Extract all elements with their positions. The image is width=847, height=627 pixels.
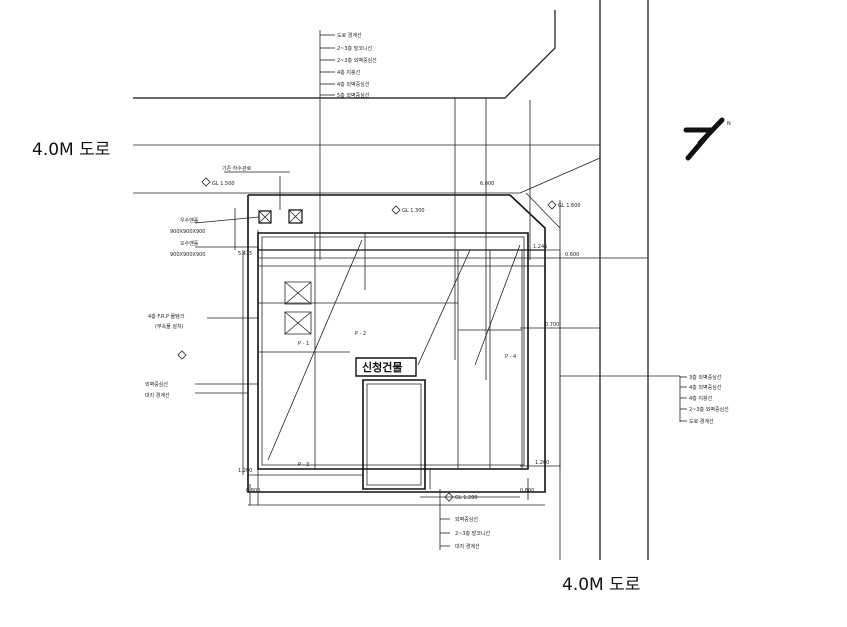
note-manhole-sewage-size: 900X900X900 bbox=[170, 252, 205, 258]
note-top-6: 5층 외벽중심선 bbox=[337, 92, 370, 99]
dim-5: 5.435 bbox=[238, 251, 252, 257]
road-lines bbox=[133, 0, 648, 560]
manhole-symbols bbox=[259, 210, 302, 223]
leader-lines bbox=[195, 30, 687, 550]
room-tag-1: P - 1 bbox=[298, 341, 309, 347]
note-bottom-1: 외벽중심선 bbox=[455, 516, 478, 523]
north-arrow-icon bbox=[686, 120, 722, 158]
note-bottom-2: 2~3층 발코니선 bbox=[455, 530, 491, 537]
note-right-4: 2~3층 외벽중심선 bbox=[689, 406, 729, 413]
road-label-top: 4.0M 도로 bbox=[32, 140, 110, 160]
room-tag-4: P - 4 bbox=[505, 354, 516, 360]
note-manhole-rain-size: 900X900X900 bbox=[170, 229, 205, 235]
note-right-5: 도로 경계선 bbox=[689, 418, 714, 425]
level-markers bbox=[178, 178, 556, 501]
note-top-5: 4층 외벽중심선 bbox=[337, 81, 370, 88]
dim-6: 6.000 bbox=[480, 181, 494, 187]
note-bottom-3: 대지 경계선 bbox=[455, 543, 480, 550]
level-top-left: GL 1.500 bbox=[212, 181, 235, 187]
note-right-2: 4층 외벽중심선 bbox=[689, 384, 722, 391]
building-label-box bbox=[356, 358, 416, 376]
note-top-4: 4층 지붕선 bbox=[337, 69, 361, 76]
dim-7: 1.200 bbox=[238, 468, 252, 474]
building-outline bbox=[248, 233, 545, 489]
level-right-top: GL 1.600 bbox=[558, 203, 581, 209]
building-label: 신청건물 bbox=[362, 360, 402, 374]
note-sewer: 기존 하수관로 bbox=[222, 165, 252, 172]
road-label-bottom: 4.0M 도로 bbox=[562, 575, 640, 595]
note-water-tank: 4층 F.R.P 물탱크 bbox=[148, 313, 185, 320]
room-tag-2: P - 2 bbox=[355, 331, 366, 337]
site-boundary bbox=[248, 195, 545, 505]
dim-8: 0.800 bbox=[246, 488, 260, 494]
note-top-3: 2~3층 외벽중심선 bbox=[337, 57, 377, 64]
dim-1: 0.600 bbox=[565, 252, 579, 258]
note-left-lower-2: 대지 경계선 bbox=[145, 392, 170, 399]
note-right-3: 4층 지붕선 bbox=[689, 395, 713, 402]
dim-4: 1.245 bbox=[533, 244, 547, 250]
room-tag-3: P - 3 bbox=[298, 462, 309, 468]
note-water-tank-sub: (부속물 설치) bbox=[155, 323, 184, 330]
dim-2: 0.700 bbox=[545, 322, 559, 328]
note-manhole-rain: 우수맨홀 bbox=[180, 217, 199, 224]
note-top-2: 2~3층 발코니선 bbox=[337, 45, 373, 52]
dim-9: 0.800 bbox=[520, 488, 534, 494]
note-left-lower-1: 외벽중심선 bbox=[145, 381, 168, 388]
dim-3: 1.200 bbox=[535, 460, 549, 466]
level-top-center: GL 1.300 bbox=[402, 208, 425, 214]
note-manhole-sewage: 오수맨홀 bbox=[180, 240, 199, 247]
north-letter: N bbox=[727, 121, 731, 127]
note-top-1: 도로 경계선 bbox=[337, 32, 362, 39]
note-right-1: 3층 외벽중심선 bbox=[689, 374, 722, 381]
level-bottom: GL 1.200 bbox=[455, 495, 478, 501]
